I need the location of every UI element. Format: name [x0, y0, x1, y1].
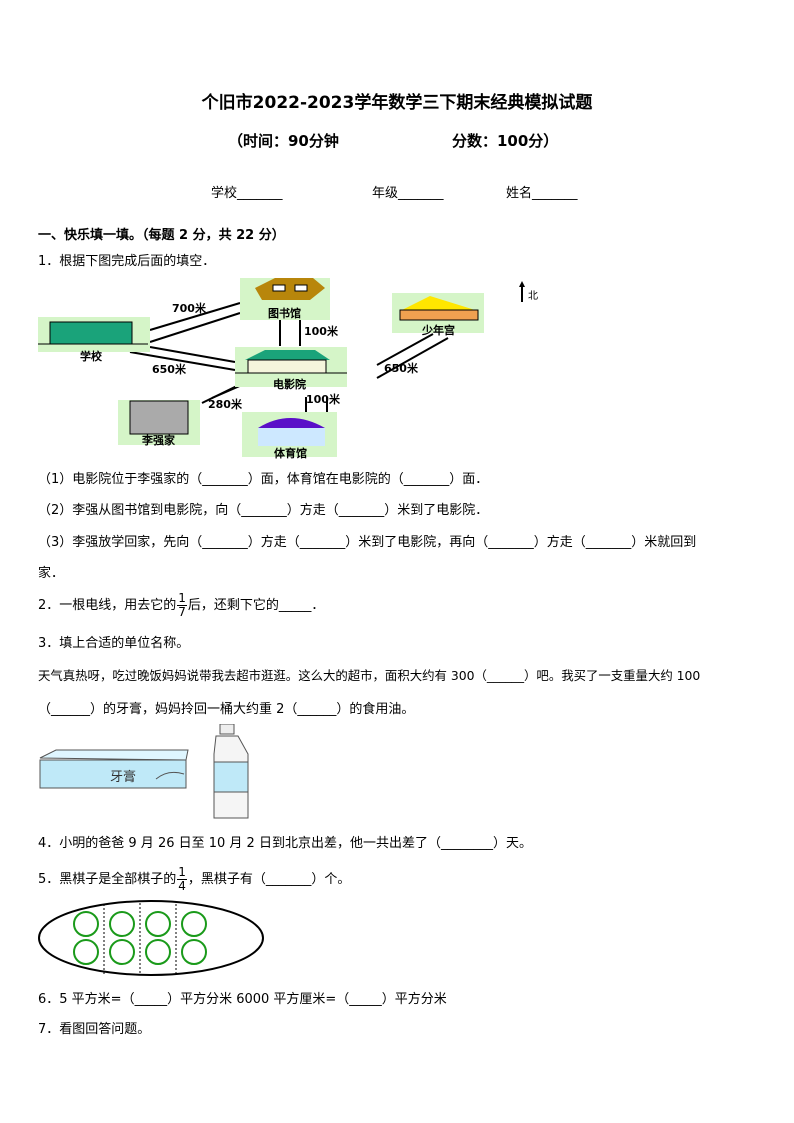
- q2-post: 后，还剩下它的_____．: [187, 598, 325, 613]
- exam-time: （时间：90分钟: [228, 132, 339, 150]
- denominator: 7: [178, 605, 186, 619]
- exam-score: 分数：100分）: [452, 132, 559, 150]
- page-title: 个旧市2022-2023学年数学三下期末经典模拟试题: [201, 93, 593, 113]
- map-label-youth-palace: 少年宫: [422, 324, 455, 337]
- map-roads: [38, 278, 525, 457]
- numerator: 1: [177, 865, 187, 880]
- q1-sub1: （1）电影院位于李强家的（_______）面，体育馆在电影院的（_______）…: [38, 472, 489, 487]
- north-label: 北: [528, 291, 538, 302]
- denominator: 4: [178, 879, 186, 893]
- chess-pieces-figure: [38, 900, 264, 976]
- q1-sub3-cont: 家．: [38, 566, 65, 581]
- distance-school-cinema: 650米: [152, 363, 186, 376]
- distance-home-cinema: 280米: [208, 398, 242, 411]
- section-heading: 一、快乐填一填。（每题 2 分，共 22 分）: [38, 228, 285, 243]
- toothpaste-and-bottle-image: [39, 724, 249, 819]
- q2-pre: 2．一根电线，用去它的: [38, 598, 177, 613]
- distance-cinema-palace: 650米: [384, 362, 418, 375]
- map-label-school: 学校: [80, 350, 102, 363]
- map-label-cinema: 电影院: [273, 378, 306, 391]
- map-label-library: 图书馆: [268, 307, 301, 320]
- q3-stem: 3．填上合适的单位名称。: [38, 636, 190, 651]
- q1-sub2: （2）李强从图书馆到电影院，向（_______）方走（_______）米到了电影…: [38, 503, 489, 518]
- q7: 7．看图回答问题。: [38, 1022, 151, 1037]
- map-label-gym: 体育馆: [274, 447, 307, 460]
- q3-line1: 天气真热呀，吃过晚饭妈妈说带我去超市逛逛。这么大的超市，面积大约有 300（__…: [38, 668, 701, 683]
- q4: 4．小明的爸爸 9 月 26 日至 10 月 2 日到北京出差，他一共出差了（_…: [38, 836, 532, 851]
- q5-post: ，黑棋子有（_______）个。: [187, 872, 351, 887]
- toothpaste-label: 牙膏: [110, 770, 137, 785]
- distance-library-cinema: 100米: [304, 325, 338, 338]
- q1-sub3: （3）李强放学回家，先向（_______）方走（_______）米到了电影院，再…: [38, 535, 697, 550]
- name-field[interactable]: 姓名_______: [506, 186, 578, 201]
- q1-stem: 1．根据下图完成后面的填空．: [38, 254, 216, 269]
- numerator: 1: [177, 591, 187, 606]
- q5-pre: 5．黑棋子是全部棋子的: [38, 872, 177, 887]
- grade-field[interactable]: 年级_______: [372, 186, 444, 201]
- distance-cinema-gym: 100米: [306, 393, 340, 406]
- map-figure: 图书馆 学校 电影院 少年宫 李强家 体育馆 700米 100米 650米 65…: [30, 270, 550, 460]
- map-label-home: 李强家: [142, 434, 175, 447]
- distance-school-library: 700米: [172, 302, 206, 315]
- school-field[interactable]: 学校_______: [211, 186, 283, 201]
- q6: 6．5 平方米=（_____）平方分米 6000 平方厘米=（_____）平方分…: [38, 992, 447, 1007]
- q3-line2: （______）的牙膏，妈妈拎回一桶大约重 2（______）的食用油。: [38, 702, 415, 717]
